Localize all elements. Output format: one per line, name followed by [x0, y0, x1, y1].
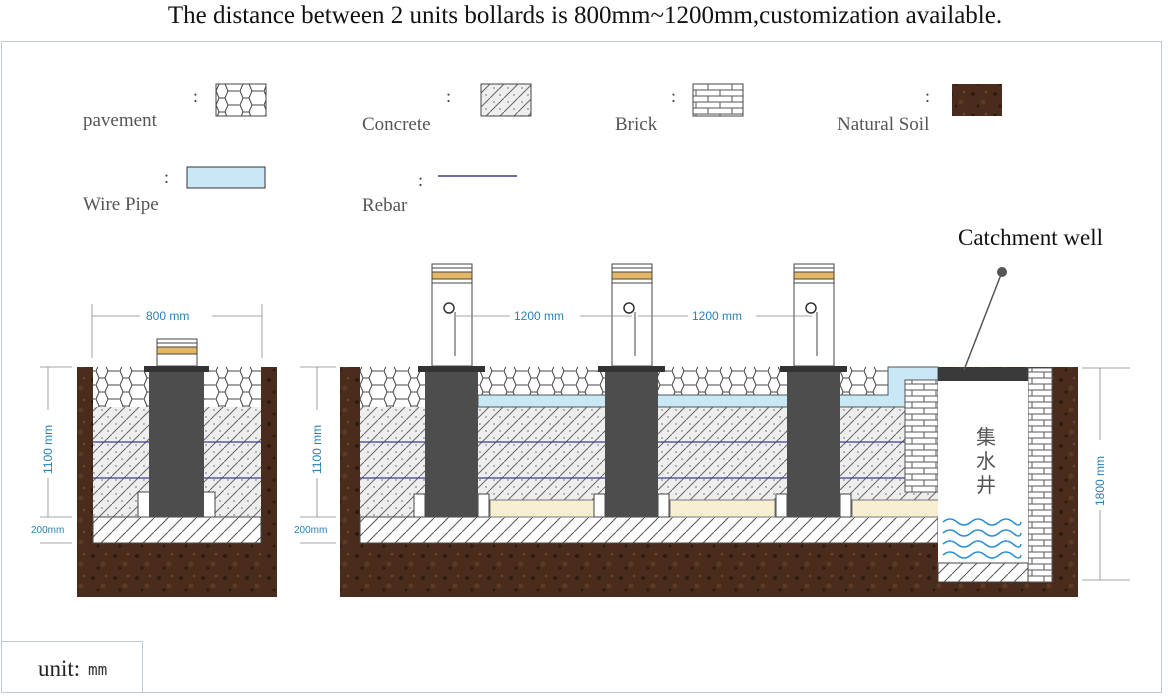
legend-label-wire-pipe: Wire Pipe: [83, 194, 159, 215]
bollard-reflector: [611, 271, 653, 280]
legend-colon: :: [193, 86, 198, 106]
well-label-char: 井: [976, 473, 996, 497]
drain-block: [137, 491, 151, 518]
legend-swatch-wire-pipe: [186, 166, 266, 189]
bollard-sleeve: [605, 369, 658, 517]
water-waves: [942, 518, 1022, 559]
drain-block: [775, 493, 788, 518]
bollard-sleeve: [787, 369, 840, 517]
catchment-well: 集 水 井: [904, 367, 1053, 583]
catchment-well-callout: Catchment well: [958, 225, 1103, 371]
drain-block: [202, 491, 216, 518]
bollard-top-plate: [144, 366, 209, 372]
drain-channel: [669, 499, 776, 518]
bollard-lock-icon: [623, 302, 635, 314]
dim-label-well-depth: 1800 mm: [1093, 456, 1107, 506]
legend-label-pavement: pavement: [83, 110, 158, 131]
drain-block: [839, 493, 852, 518]
well-wall-right: [1027, 367, 1053, 583]
well-label-char: 水: [976, 449, 996, 473]
bollard-body: [793, 263, 835, 367]
dim-label-depth: 1100 mm: [310, 425, 324, 474]
legend-swatch-natural-soil: [952, 84, 1002, 116]
well-wall-left: [904, 379, 939, 493]
bollard-reflector: [793, 271, 835, 280]
well-cover: [938, 368, 1028, 381]
legend-colon: :: [446, 86, 451, 106]
pit-left-base: [92, 516, 262, 544]
bollard-body: [611, 263, 653, 367]
drain-block: [593, 493, 606, 518]
legend-colon: :: [418, 170, 423, 190]
bollard-reflector: [431, 271, 473, 280]
bollard-reflector: [156, 346, 198, 355]
legend-label-natural-soil: Natural Soil: [837, 114, 929, 135]
bollard-body: [431, 263, 473, 367]
legend-swatch-brick: [692, 83, 744, 117]
legend-colon: :: [164, 167, 169, 187]
unit-label: unit:: [38, 656, 81, 681]
bollard-sleeve: [149, 369, 204, 517]
diagram-frame: [1, 41, 1162, 693]
legend-label-rebar: Rebar: [362, 195, 408, 216]
bollard-sleeve: [425, 369, 478, 517]
bollard-top-plate: [418, 366, 485, 372]
dim-label-depth: 1100 mm: [41, 425, 55, 474]
dim-label-spacing: 1200 mm: [692, 309, 742, 323]
page-title: The distance between 2 units bollards is…: [167, 2, 1003, 29]
unit-box: [1, 641, 143, 693]
bollard-lock-icon: [805, 302, 817, 314]
well-base: [937, 562, 1029, 583]
dimensions: 800 mm 1200 mm 1200 mm 1100 mm 200mm 110…: [31, 304, 1130, 581]
legend-colon: :: [925, 86, 930, 106]
dim-label-spacing: 1200 mm: [514, 309, 564, 323]
callout-leader: [963, 271, 1003, 371]
bollard-top-plate: [780, 366, 847, 372]
unit-value: mm: [88, 660, 108, 679]
legend-colon: :: [671, 86, 676, 106]
legend-swatch-pavement: [215, 83, 267, 117]
drain-channel: [489, 499, 596, 518]
single-unit-section: [77, 338, 277, 597]
legend: pavement : Concrete : Brick : Natural So…: [83, 83, 1002, 216]
legend-label-concrete: Concrete: [362, 114, 431, 135]
bollard-top-plate: [598, 366, 665, 372]
dim-label-base: 200mm: [294, 525, 327, 536]
legend-label-brick: Brick: [615, 114, 658, 135]
well-label-char: 集: [976, 425, 996, 449]
drain-block: [657, 493, 670, 518]
drain-block: [477, 493, 490, 518]
bollard-lock-icon: [443, 302, 455, 314]
pit-mid-base: [359, 516, 939, 544]
legend-swatch-concrete: [480, 83, 532, 117]
dim-label-single-width: 800 mm: [146, 309, 189, 323]
drain-block: [413, 493, 426, 518]
callout-label: Catchment well: [958, 225, 1103, 250]
dim-label-base: 200mm: [31, 525, 64, 536]
